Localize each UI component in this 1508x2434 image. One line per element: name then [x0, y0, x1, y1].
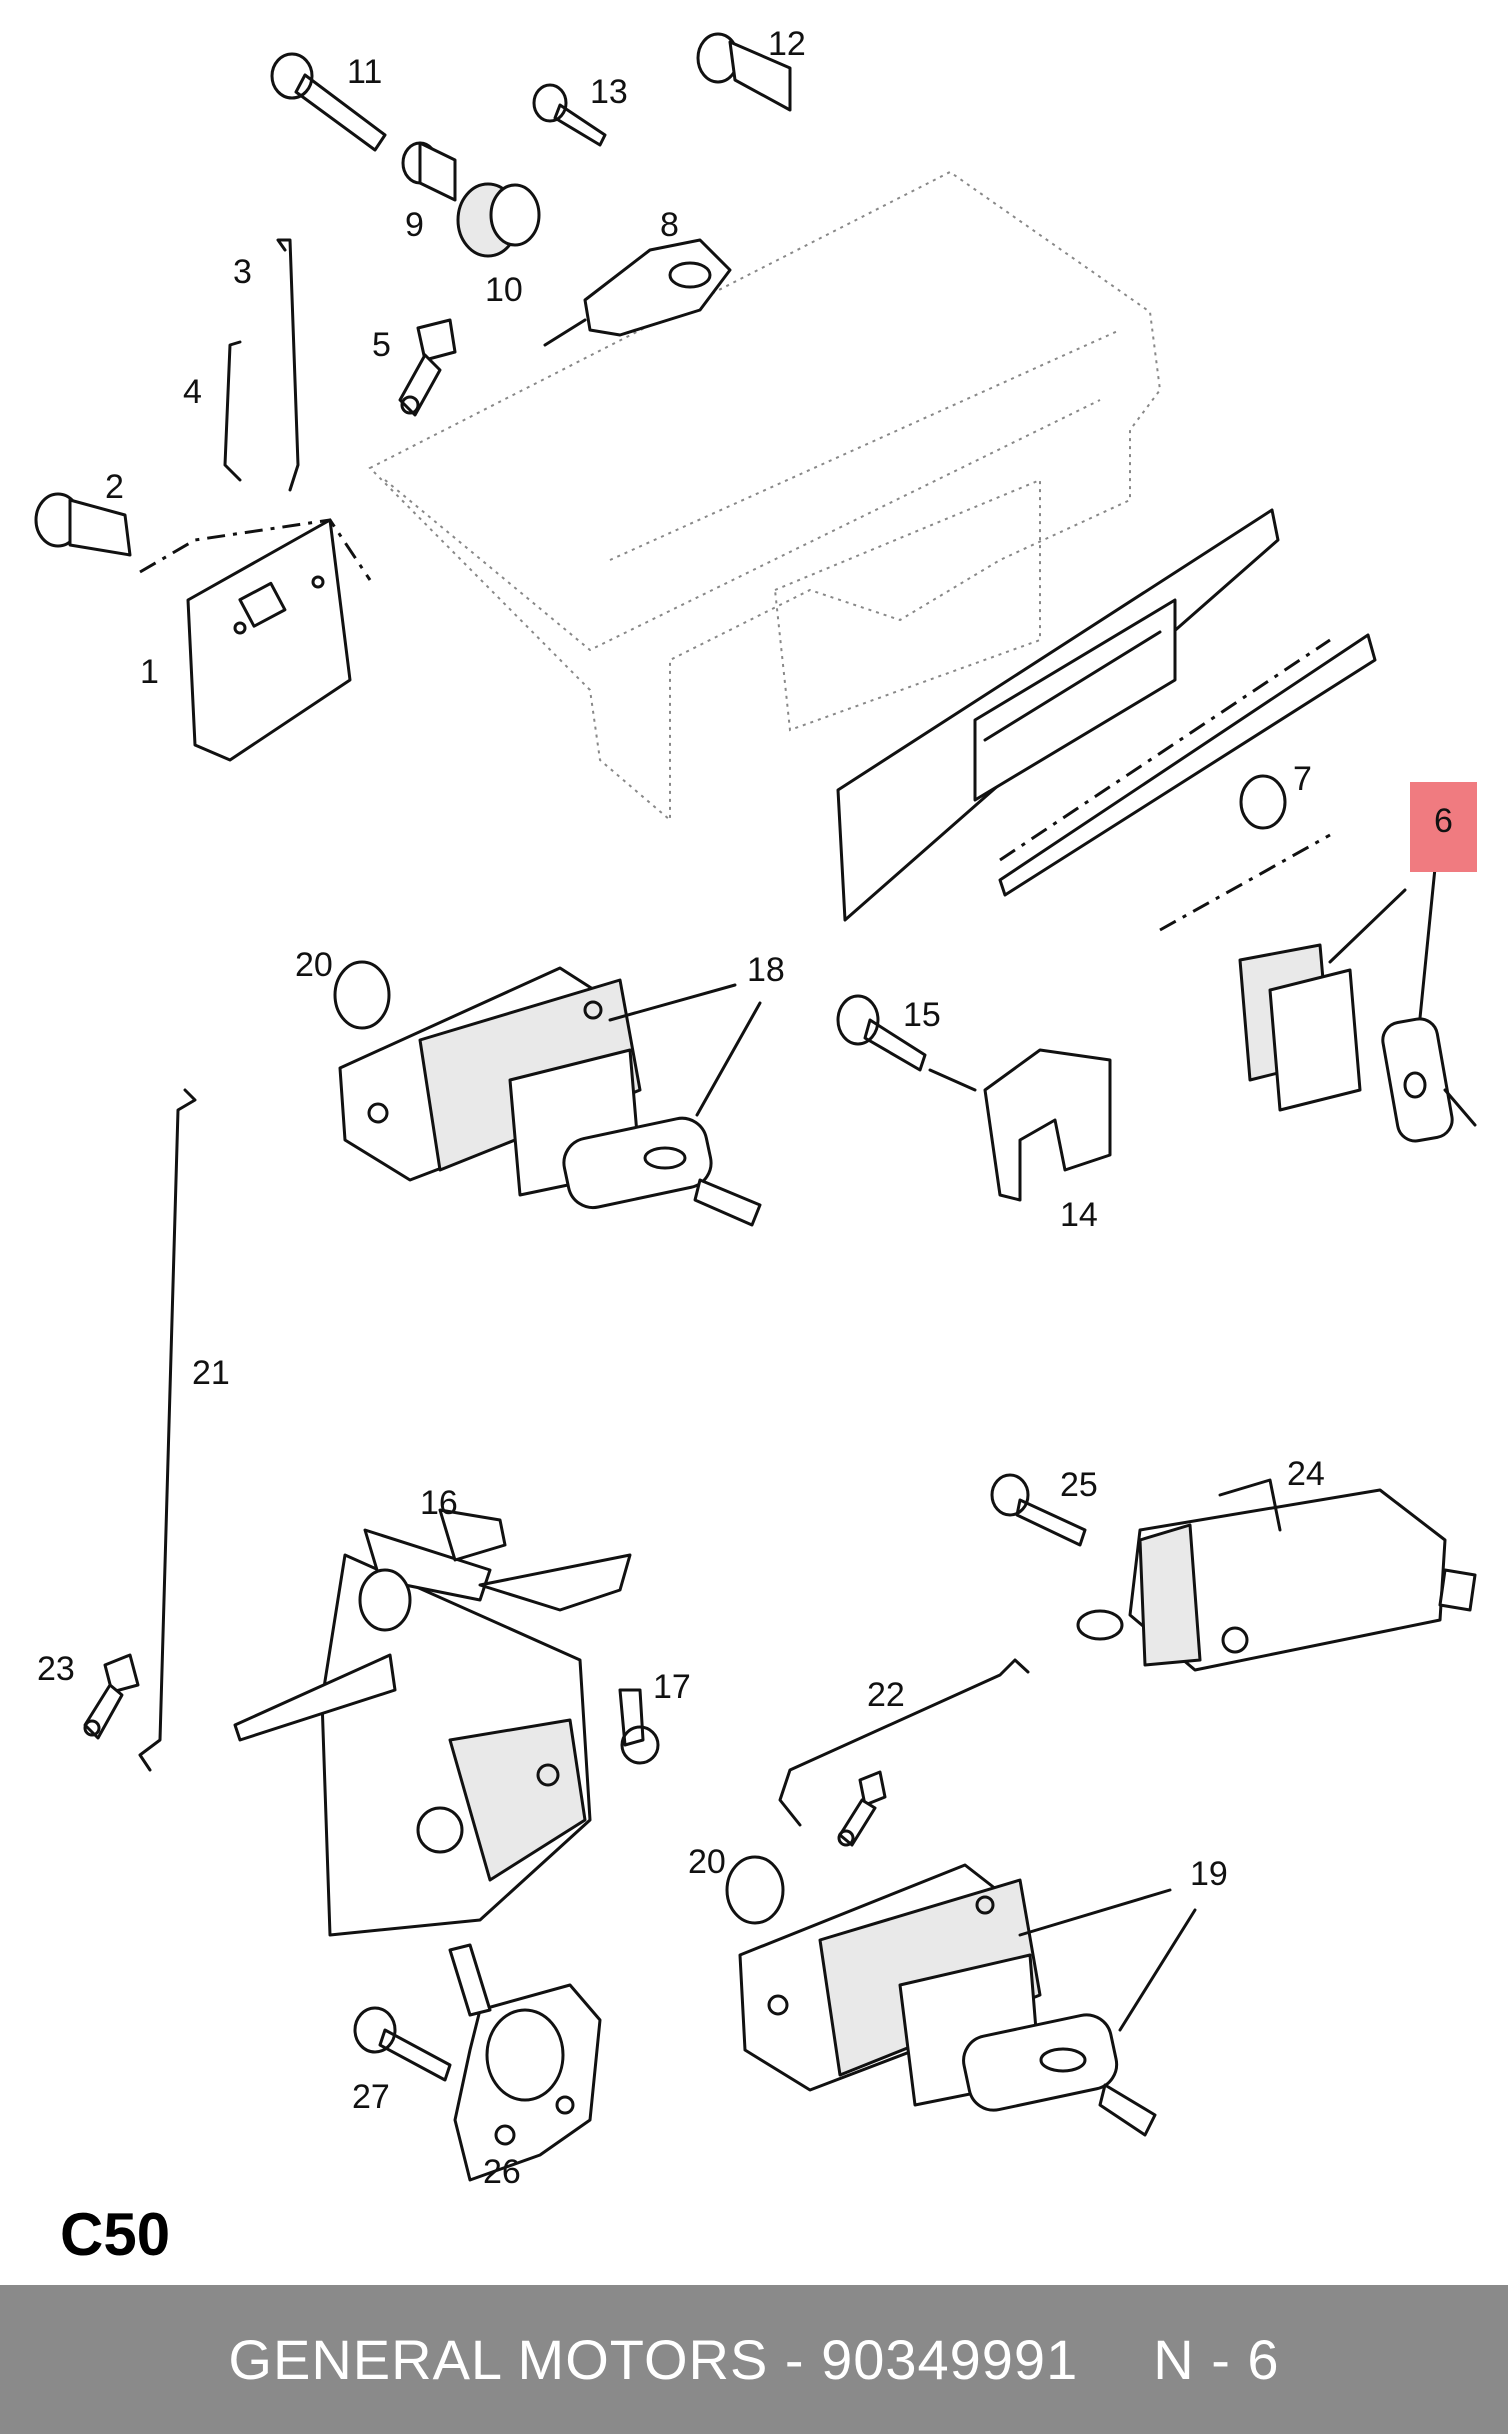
exploded-parts-diagram: [34, 32, 1477, 2182]
bracket-14: [983, 1048, 1112, 1202]
callout-18: 18: [747, 951, 785, 989]
leader-15: [928, 1068, 977, 1092]
bolt-11: [270, 52, 387, 152]
o-ring-7: [1239, 774, 1287, 830]
callout-21: 21: [192, 1354, 230, 1392]
footer-page-label: N - 6: [1153, 2328, 1280, 2391]
callout-6-highlighted: 6: [1410, 782, 1477, 872]
callout-2: 2: [105, 468, 124, 506]
trunk-lid-outline: [368, 170, 1162, 823]
clip-12: [696, 32, 792, 112]
grommet-10: [456, 182, 541, 258]
dash-line-lock-6: [1159, 833, 1331, 932]
handle-part-8: [543, 238, 732, 347]
callout-8: 8: [660, 206, 679, 244]
callout-27: 27: [352, 2078, 390, 2116]
license-trim-panel: [836, 508, 1377, 922]
callout-24: 24: [1287, 1455, 1325, 1493]
callout-7: 7: [1293, 760, 1312, 798]
rod-21: [138, 1088, 197, 1772]
bolt-15: [836, 994, 927, 1072]
callout-1: 1: [140, 653, 159, 691]
callout-19: 19: [1190, 1855, 1228, 1893]
callout-3: 3: [233, 253, 252, 291]
callout-16: 16: [420, 1484, 458, 1522]
dash-line-trim: [999, 638, 1331, 862]
bushing-9: [401, 141, 457, 202]
lock-cylinder-19: [738, 1863, 1157, 2137]
leader-19b: [1118, 1908, 1197, 2032]
callout-15: 15: [903, 996, 941, 1034]
callout-22: 22: [867, 1676, 905, 1714]
leader-19a: [1018, 1888, 1172, 1937]
footer-bar: GENERAL MOTORS - 90349991 N - 6: [0, 2285, 1508, 2434]
lock-cylinder-18: [338, 966, 762, 1227]
o-ring-20b: [725, 1855, 785, 1925]
callout-10: 10: [485, 271, 523, 309]
clip-23: [83, 1653, 140, 1740]
rod-22: [778, 1658, 1030, 1827]
callout-17: 17: [653, 1668, 691, 1706]
rod-4: [223, 340, 242, 482]
lock-cylinder-6: [1238, 866, 1477, 1143]
callout-25: 25: [1060, 1466, 1098, 1504]
callout-13: 13: [590, 73, 628, 111]
callout-26: 26: [483, 2153, 521, 2191]
bracket-1: [186, 518, 352, 762]
striker-26: [448, 1943, 602, 2182]
callout-5: 5: [372, 326, 391, 364]
callout-20-top: 20: [295, 946, 333, 984]
callout-23: 23: [37, 1650, 75, 1688]
callout-20-bottom: 20: [688, 1843, 726, 1881]
callout-12: 12: [768, 25, 806, 63]
screw-17: [618, 1688, 660, 1765]
leader-18a: [608, 983, 737, 1022]
latch-16: [233, 1508, 632, 1937]
footer-part-number: GENERAL MOTORS - 90349991: [228, 2328, 1079, 2391]
screw-13: [532, 83, 607, 147]
actuator-24: [1076, 1478, 1477, 1672]
o-ring-20a: [333, 960, 391, 1030]
section-code: C50: [60, 2201, 171, 2268]
callout-14: 14: [1060, 1196, 1098, 1234]
callout-11: 11: [347, 53, 383, 91]
bolt-27: [353, 2006, 452, 2082]
callout-9: 9: [405, 206, 424, 244]
rod-3: [276, 238, 300, 492]
dash-line-bracket: [139, 518, 372, 581]
screw-25: [990, 1473, 1087, 1547]
leader-18b: [695, 1001, 762, 1117]
clip-2: [34, 492, 132, 557]
callout-4: 4: [183, 373, 202, 411]
clip-22: [837, 1770, 887, 1847]
clip-5: [398, 318, 457, 417]
